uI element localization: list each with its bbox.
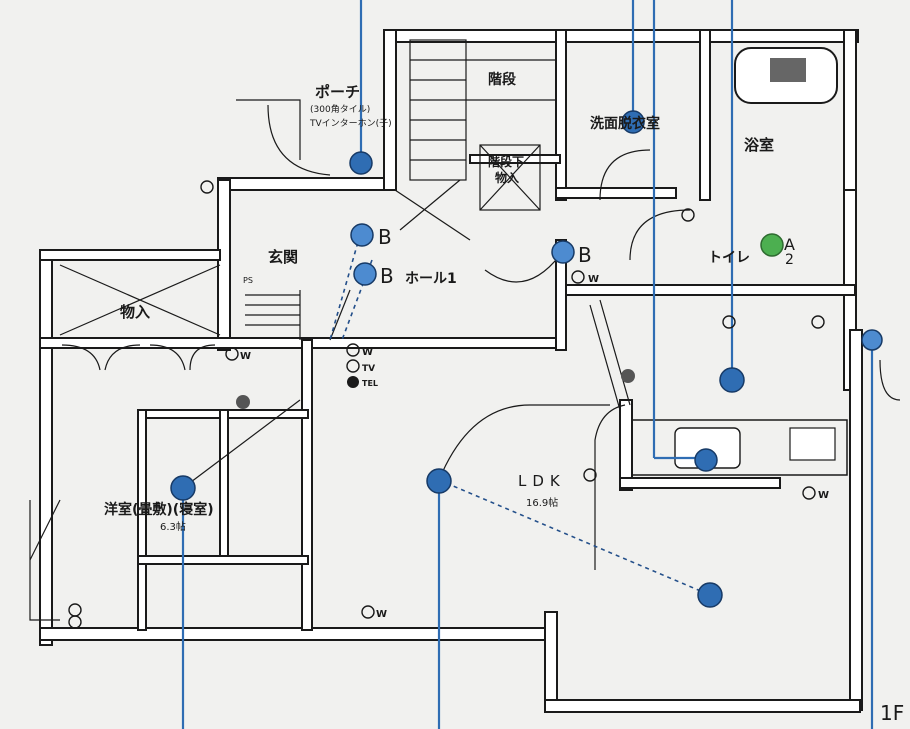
marker-b-2: B: [380, 264, 394, 288]
label-under-stairs-2: 物入: [495, 170, 519, 185]
light-kitchen: [694, 448, 718, 472]
light-entrance-1: [350, 223, 374, 247]
marker-letters: B B B A 2 W W TV TEL W W W PS: [240, 225, 829, 620]
light-porch: [349, 151, 373, 175]
light-ldk: [426, 468, 452, 494]
light-hall: [551, 240, 575, 264]
label-bath: 浴室: [744, 136, 774, 154]
label-storage: 物入: [120, 303, 150, 321]
doors: [29, 99, 901, 621]
label-porch: ポーチ: [315, 83, 360, 101]
label-stairs: 階段: [488, 71, 516, 88]
mark-tv: TV: [362, 364, 375, 374]
walls: [39, 29, 863, 713]
label-hall: ホール1: [405, 271, 457, 287]
mark-w-5: W: [588, 274, 599, 285]
light-ldk-2: [697, 582, 723, 608]
marker-b-1: B: [378, 225, 392, 249]
light-washroom: [621, 110, 645, 134]
label-western-room: 洋室(畳敷)(寝室): [104, 501, 214, 518]
ceiling-lights: [170, 110, 883, 608]
label-porch-note1: (300角タイル): [310, 103, 370, 115]
label-ldk-size: 16.9帖: [526, 496, 558, 509]
light-toilet: [760, 233, 784, 257]
mark-ps: PS: [243, 276, 253, 285]
label-entrance: 玄関: [268, 248, 298, 266]
label-floor: 1F: [880, 701, 904, 725]
label-ldk: LDK: [518, 472, 566, 490]
light-entrance-2: [353, 262, 377, 286]
wiring-lines: [181, 0, 874, 729]
label-under-stairs: 階段下: [488, 154, 524, 169]
marker-b-3: B: [578, 243, 592, 267]
label-western-size: 6.3帖: [160, 520, 186, 533]
stairs: [409, 39, 556, 211]
label-washroom: 洗面脱衣室: [590, 115, 660, 132]
mark-w-2: W: [362, 347, 373, 358]
light-western: [170, 475, 196, 501]
outlets: [68, 180, 825, 629]
marker-2: 2: [785, 252, 794, 268]
mark-tel: TEL: [362, 379, 378, 388]
light-right-wall: [861, 329, 883, 351]
mark-w-1: W: [240, 351, 251, 362]
marker-a: A: [784, 235, 795, 254]
mark-w-3: W: [376, 609, 387, 620]
light-kitchen-upper: [719, 367, 745, 393]
mark-w-4: W: [818, 490, 829, 501]
room-labels: ポーチ (300角タイル) TVインターホン(子) 階段 階段下 物入 洗面脱衣…: [104, 71, 904, 725]
label-toilet: トイレ: [708, 250, 750, 266]
label-porch-note2: TVインターホン(子): [309, 118, 392, 129]
